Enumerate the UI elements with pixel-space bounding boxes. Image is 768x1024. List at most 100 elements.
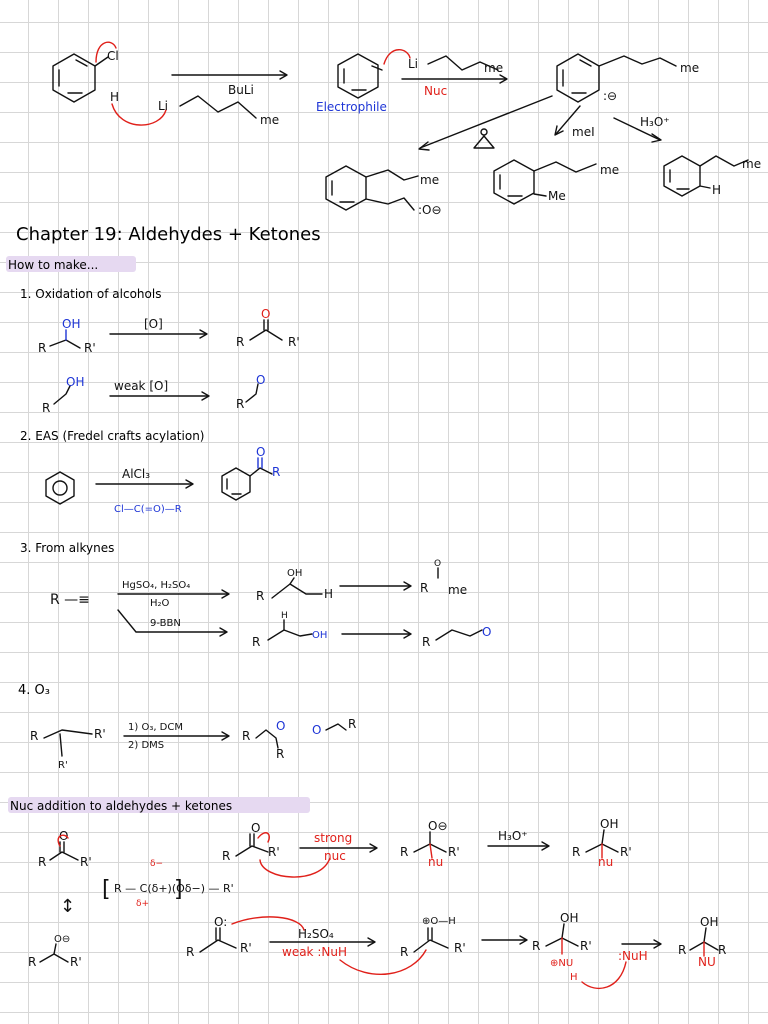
int-oh: OH xyxy=(560,911,578,925)
m3-reagent-top2: H₂O xyxy=(150,598,170,609)
m3-h2: H xyxy=(281,611,288,621)
aryl-anion-ring xyxy=(556,53,600,103)
arrow-hydroboration xyxy=(117,609,227,633)
m4-rp: R' xyxy=(94,727,106,741)
res-r: R xyxy=(28,955,36,969)
final-nu: NU xyxy=(698,955,716,969)
arrow-red-weak-2 xyxy=(339,949,427,975)
label-nuc: Nuc xyxy=(424,84,447,98)
nuc-section-title: Nuc addition to aldehydes + ketones xyxy=(10,799,232,813)
m3-me: me xyxy=(448,583,467,597)
label-o5: :O⊖ xyxy=(418,203,442,217)
m4-step1: 1) O₃, DCM xyxy=(128,722,183,733)
strong-rp: R' xyxy=(268,845,280,859)
label-strong: strong xyxy=(314,831,352,845)
m4-step2: 2) DMS xyxy=(128,740,164,751)
method-2-eas: 2. EAS (Fredel crafts acylation) AlCl₃ C… xyxy=(20,429,280,515)
int-r: R xyxy=(532,939,540,953)
weak-r: R xyxy=(186,945,194,959)
acylbenzene xyxy=(221,467,251,501)
delta-minus: δ− xyxy=(150,859,163,869)
alcohol-rp: R' xyxy=(620,845,632,859)
arrow-red-benzyne xyxy=(383,49,411,65)
m3-o2: O xyxy=(482,625,491,639)
top-reaction-scheme: Cl H Li me BuLi Li me Electrophile Nuc xyxy=(52,41,761,217)
how-to-make-highlight xyxy=(6,256,136,272)
label-nuc: nuc xyxy=(324,849,346,863)
final-r: R xyxy=(678,943,686,957)
int-nuh: ⊕NU xyxy=(550,958,573,969)
product-alkoxide xyxy=(325,165,367,211)
label-weak: weak :NuH xyxy=(282,945,347,959)
m4-rpp: R' xyxy=(58,760,68,771)
label-me2: me xyxy=(484,61,503,75)
nuc-o: O xyxy=(59,829,68,843)
arrow-red-strong-1 xyxy=(257,832,270,843)
arrow-red-strong-2 xyxy=(259,857,331,878)
how-to-make-label: How to make... xyxy=(8,258,98,272)
alcohol-nu: nu xyxy=(598,855,613,869)
arrow-red-carbonyl xyxy=(57,834,69,847)
label-h2so4: H₂SO₄ xyxy=(298,927,334,941)
alkoxide-nu: nu xyxy=(428,855,443,869)
product-h xyxy=(663,155,701,197)
label-nuh2: :NuH xyxy=(618,949,648,963)
benzyne-ring xyxy=(337,53,383,99)
arrow-red-cl xyxy=(95,41,117,63)
m4-o: O xyxy=(276,719,285,733)
label-buli: BuLi xyxy=(228,83,254,97)
epoxide-icon xyxy=(473,135,495,149)
label-me5b: Me xyxy=(548,189,566,203)
m4-r3: R xyxy=(276,747,284,761)
m3-r: R xyxy=(256,589,264,603)
delta-plus: δ+ xyxy=(136,899,149,909)
bracket-right: ] xyxy=(174,877,183,902)
oxonium-rp: R' xyxy=(454,941,466,955)
m1-reagent2: weak [O] xyxy=(114,379,168,393)
strong-o: O xyxy=(251,821,260,835)
alkoxide-r: R xyxy=(400,845,408,859)
bracket-left: [ xyxy=(102,877,111,902)
method-1-title: 1. Oxidation of alcohols xyxy=(20,287,161,301)
chapter-title: Chapter 19: Aldehydes + Ketones xyxy=(16,224,321,245)
final-r2: R xyxy=(718,943,726,957)
arrow-red-deprotonate xyxy=(581,961,627,990)
method-4-title: 4. O₃ xyxy=(18,683,50,698)
weak-o: O: xyxy=(214,915,227,929)
arrow-h3o xyxy=(613,117,661,141)
label-li: Li xyxy=(158,99,168,113)
method-3-title: 3. From alkynes xyxy=(20,541,114,555)
nuc-addition-section: Nuc addition to aldehydes + ketones O R … xyxy=(8,797,726,990)
resonance-arrow-icon: ↕ xyxy=(60,896,75,917)
m3-prod: R xyxy=(420,581,428,595)
m3-start: R —≡ xyxy=(50,592,90,608)
label-me5: me xyxy=(600,163,619,177)
label-electrophile: Electrophile xyxy=(316,100,387,114)
label-mei: meI xyxy=(572,125,595,139)
m1-r3: R xyxy=(42,401,50,415)
benzene-ring-1 xyxy=(52,53,96,103)
m3-reagent-bot: 9-BBN xyxy=(150,618,181,629)
m1-rp2: R' xyxy=(288,335,300,349)
arrow-red-h xyxy=(111,103,167,126)
m1-rp: R' xyxy=(84,341,96,355)
m1-r: R xyxy=(38,341,46,355)
label-cl: Cl xyxy=(107,49,119,63)
int-rp: R' xyxy=(580,939,592,953)
m4-o2: O xyxy=(312,723,321,737)
label-me3: me xyxy=(680,61,699,75)
m3-reagent-top: HgSO₄, H₂SO₄ xyxy=(122,580,190,591)
method-3-alkynes: 3. From alkynes R —≡ HgSO₄, H₂SO₄ H₂O OH… xyxy=(20,541,491,649)
method-1-oxidation: 1. Oxidation of alcohols OH R R' [O] O R… xyxy=(20,287,300,415)
product-methyl xyxy=(493,159,535,205)
label-h3o-2: H₃O⁺ xyxy=(498,829,528,843)
label-h: H xyxy=(110,90,119,104)
m3-oh2: OH xyxy=(312,630,327,641)
arrow-red-weak-1 xyxy=(231,916,305,931)
bracket-structure: R — C(δ+)(Oδ−) — R' xyxy=(114,882,234,895)
m3-o: O xyxy=(434,559,441,569)
label-me: me xyxy=(260,113,279,127)
m3-h: H xyxy=(324,587,333,601)
m1-r2: R xyxy=(236,335,244,349)
